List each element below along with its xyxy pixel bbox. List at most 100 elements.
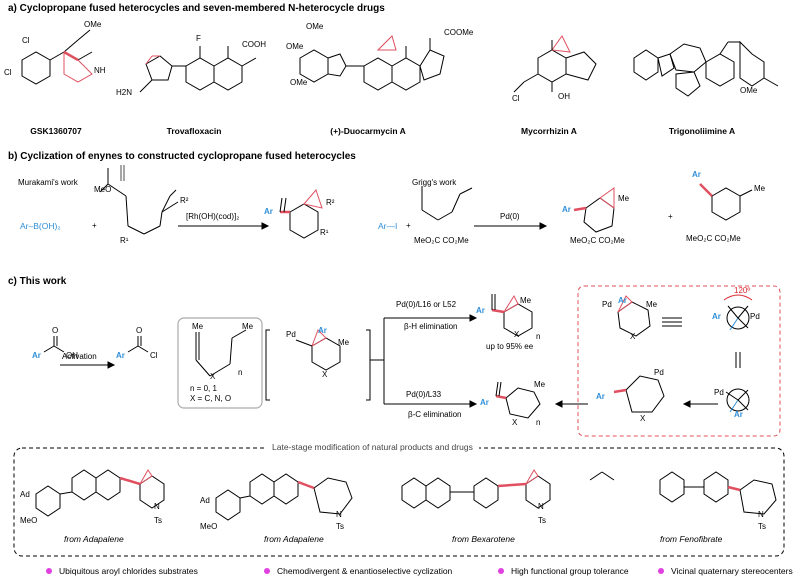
murakami-r1: R¹: [120, 236, 129, 245]
this-work-scheme: [43, 285, 781, 437]
mech-pd-1: Pd: [602, 300, 612, 309]
bullet-4: Vicinal quaternary stereocenters: [658, 566, 793, 576]
section-b-title: b) Cyclization of enynes to constructed …: [8, 151, 356, 162]
ls2-ad: Ad: [200, 496, 210, 505]
chloride-ar: Ar: [116, 351, 125, 360]
duo-ome-2: OMe: [286, 42, 304, 51]
drug-label-gsk: GSK1360707: [30, 126, 82, 136]
chloride-o: O: [136, 326, 143, 335]
gsk-ome-label: OMe: [84, 20, 102, 29]
drug-label-mycorrhizin: Mycorrhizin A: [521, 126, 577, 136]
activation-label: Activation: [62, 352, 97, 361]
mech-newman-pd-2: Pd: [714, 388, 724, 397]
ls1-ts: Ts: [154, 516, 162, 525]
gsk-cl-label-2: Cl: [4, 68, 12, 77]
enyne-n: n: [238, 368, 243, 377]
ls2-n: N: [336, 510, 342, 519]
grigg-ester: MeO₂C CO₂Me: [414, 236, 469, 245]
grigg-plus-2: +: [668, 212, 673, 221]
grigg-product2-ester: MeO₂C CO₂Me: [686, 234, 741, 243]
bullet-dot: [264, 568, 270, 574]
section-a-title: a) Cyclopropane fused heterocycles and s…: [8, 3, 385, 14]
bullet-dot: [498, 568, 504, 574]
late-stage-title: Late-stage modification of natural produ…: [266, 442, 479, 452]
trigo-ome-label: OMe: [740, 86, 758, 95]
ls-label-4: from Fenofibrate: [660, 534, 723, 544]
upper-product-n: n: [536, 332, 541, 341]
grigg-reagent: Ar—I: [378, 221, 398, 231]
bullet-1: Ubiquitous aroyl chlorides substrates: [46, 566, 198, 576]
mech-newman-pd-1: Pd: [750, 312, 760, 321]
trovafloxacin-structure: [139, 46, 257, 93]
trova-f-label: F: [196, 34, 201, 43]
duo-ome-3: OMe: [290, 78, 308, 87]
chloride-cl: Cl: [150, 351, 158, 360]
drug-label-trovafloxacin: Trovafloxacin: [166, 126, 222, 136]
ls4-ts: Ts: [758, 522, 766, 531]
ls2-ts: Ts: [336, 522, 344, 531]
murakami-product-ar: Ar: [264, 207, 273, 216]
upper-product-me: Me: [520, 296, 532, 305]
mech-x-1: X: [630, 332, 636, 341]
enyne-x-values: X = C, N, O: [190, 394, 232, 403]
acid-o: O: [52, 326, 59, 335]
intermediate-ar: Ar: [318, 326, 327, 335]
drug-label-trigonoliimine: Trigonoliimine A: [668, 126, 736, 136]
ls3-n: N: [538, 502, 544, 511]
bullet-dot: [46, 568, 52, 574]
grigg-product-ester: MeO₂C CO₂Me: [570, 236, 625, 245]
lower-product-n: n: [536, 418, 541, 427]
late-stage-structures: [35, 469, 777, 521]
gsk1360707-structure: [21, 29, 93, 85]
mech-ring-ar: Ar: [596, 392, 605, 401]
ls1-meo: MeO: [20, 516, 38, 525]
myco-oh-label: OH: [558, 92, 570, 101]
duocarmycin-structure: [299, 35, 445, 91]
murakami-catalyst: [Rh(OH)(cod)]₂: [186, 212, 240, 221]
lower-product-ar: Ar: [480, 398, 489, 407]
myco-cl-label: Cl: [512, 94, 520, 103]
mech-me-1: Me: [646, 300, 658, 309]
bullet-3: High functional group tolerance: [498, 566, 629, 576]
mycorrhizin-structure: [513, 35, 597, 93]
upper-product-x: X: [514, 330, 520, 339]
murakami-scheme: [99, 165, 323, 239]
ls2-meo: MeO: [200, 522, 218, 531]
grigg-product2-ar: Ar: [692, 170, 701, 179]
bullet-text-1: Ubiquitous aroyl chlorides substrates: [59, 566, 198, 576]
ls-label-3: from Bexarotene: [452, 534, 515, 544]
drug-label-duocarmycin: (+)-Duocarmycin A: [330, 126, 406, 136]
mech-newman-ar-2: Ar: [734, 410, 743, 419]
grigg-header: Grigg's work: [412, 178, 457, 187]
trigonoliimine-structure: [633, 40, 779, 97]
intermediate-me: Me: [338, 338, 350, 347]
murakami-reagent: Ar–B(OH)₂: [20, 221, 61, 231]
bullet-text-4: Vicinal quaternary stereocenters: [671, 566, 793, 576]
enyne-n-values: n = 0, 1: [190, 384, 217, 393]
enyne-me-2: Me: [242, 322, 254, 331]
enyne-me-1: Me: [192, 322, 204, 331]
late-stage-box: [13, 447, 785, 557]
murakami-plus: +: [92, 221, 97, 230]
section-c-title: c) This work: [8, 276, 67, 287]
grigg-catalyst: Pd(0): [500, 212, 520, 221]
grigg-plus: +: [406, 221, 411, 230]
lower-product-me: Me: [534, 380, 546, 389]
ls1-n: N: [154, 502, 160, 511]
gsk-cl-label-1: Cl: [22, 36, 30, 45]
acid-ar: Ar: [32, 351, 41, 360]
upper-catalyst: Pd(0)/L16 or L52: [396, 300, 457, 309]
trova-h2n-label: H2N: [116, 88, 133, 97]
lower-catalyst: Pd(0)/L33: [406, 390, 442, 399]
mech-ring-pd: Pd: [654, 368, 664, 377]
gsk-nh-label: NH: [94, 66, 106, 75]
trova-cooh-label: COOH: [242, 40, 266, 49]
ls1-ad: Ad: [20, 490, 30, 499]
grigg-product-ar: Ar: [562, 205, 571, 214]
lower-step: β-C elimination: [408, 410, 462, 419]
ls-label-1: from Adapalene: [64, 534, 124, 544]
grigg-product-me: Me: [618, 194, 630, 203]
ls4-n: N: [758, 510, 764, 519]
duo-ome-1: OMe: [306, 22, 324, 31]
bullet-text-3: High functional group tolerance: [511, 566, 629, 576]
